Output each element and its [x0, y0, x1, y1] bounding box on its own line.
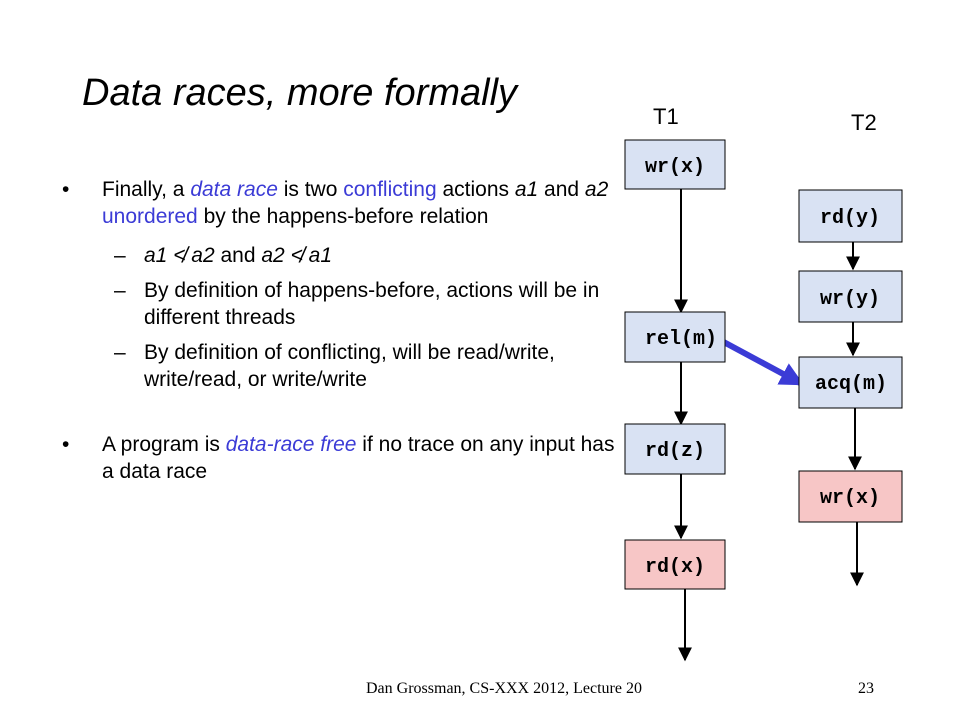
node-label: rd(x)	[645, 556, 705, 579]
text: and	[214, 244, 262, 267]
text: A program is	[102, 433, 226, 456]
node-t2-rd-y: rd(y)	[798, 189, 903, 243]
node-t1-rd-z: rd(z)	[624, 423, 726, 475]
bullet-data-race-free: • A program is data-race free if no trac…	[62, 431, 622, 485]
bullet-dot: •	[62, 178, 70, 201]
node-label: rel(m)	[645, 328, 717, 351]
sub-bullet-read-write: – By definition of conflicting, will be …	[62, 339, 622, 393]
var-a2: a2	[584, 178, 609, 201]
node-t1-wr-x: wr(x)	[624, 139, 726, 190]
term-unordered: unordered	[102, 205, 198, 228]
sync-edge-release-acquire	[718, 337, 805, 386]
slide-number: 23	[858, 680, 874, 697]
sub-bullet-not-ordered: – a1 ≮ a2 and a2 ≮ a1	[62, 242, 622, 269]
bullet-list: • Finally, a data race is two conflictin…	[62, 176, 622, 497]
slide-title: Data races, more formally	[82, 72, 518, 114]
text: is two	[277, 178, 344, 201]
thread-label-t2: T2	[851, 110, 877, 135]
text: actions	[436, 178, 515, 201]
var-a1: a1	[144, 244, 168, 267]
var-a1: a1	[514, 178, 539, 201]
footer-course-info: Dan Grossman, CS-XXX 2012, Lecture 20	[366, 680, 642, 697]
bullet-dot: •	[62, 433, 70, 456]
node-t2-wr-x-race: wr(x)	[798, 470, 903, 523]
text: By definition of conflicting, will be re…	[144, 341, 555, 391]
text: by the happens-before relation	[197, 205, 489, 228]
dash: –	[114, 279, 126, 302]
var-a2: a2	[261, 244, 285, 267]
bullet-data-race-definition: • Finally, a data race is two conflictin…	[62, 176, 622, 230]
node-label: rd(z)	[645, 440, 705, 463]
node-t1-rd-x-race: rd(x)	[624, 539, 726, 590]
not-less-than-symbol: ≮	[167, 244, 192, 267]
node-t1-rel-m: rel(m)	[624, 311, 726, 363]
term-conflicting: conflicting	[343, 178, 437, 201]
node-label: wr(x)	[820, 487, 880, 510]
term-data-race-free: data-race free	[225, 433, 357, 456]
dash: –	[114, 341, 126, 364]
node-t2-wr-y: wr(y)	[798, 270, 903, 323]
var-a1: a1	[308, 244, 333, 267]
dash: –	[114, 244, 126, 267]
text: Finally, a	[102, 178, 191, 201]
not-less-than-symbol: ≮	[284, 244, 309, 267]
var-a2: a2	[191, 244, 215, 267]
node-label: acq(m)	[815, 373, 887, 396]
term-data-race: data race	[190, 178, 278, 201]
thread-label-t1: T1	[653, 104, 679, 129]
sub-bullet-different-threads: – By definition of happens-before, actio…	[62, 277, 622, 331]
node-label: wr(y)	[820, 288, 880, 311]
node-label: wr(x)	[645, 156, 705, 179]
node-t2-acq-m: acq(m)	[798, 356, 903, 409]
text: By definition of happens-before, actions…	[144, 279, 600, 329]
text: if no trace on any input has a data race	[102, 433, 615, 483]
text: and	[538, 178, 585, 201]
node-label: rd(y)	[820, 207, 880, 230]
